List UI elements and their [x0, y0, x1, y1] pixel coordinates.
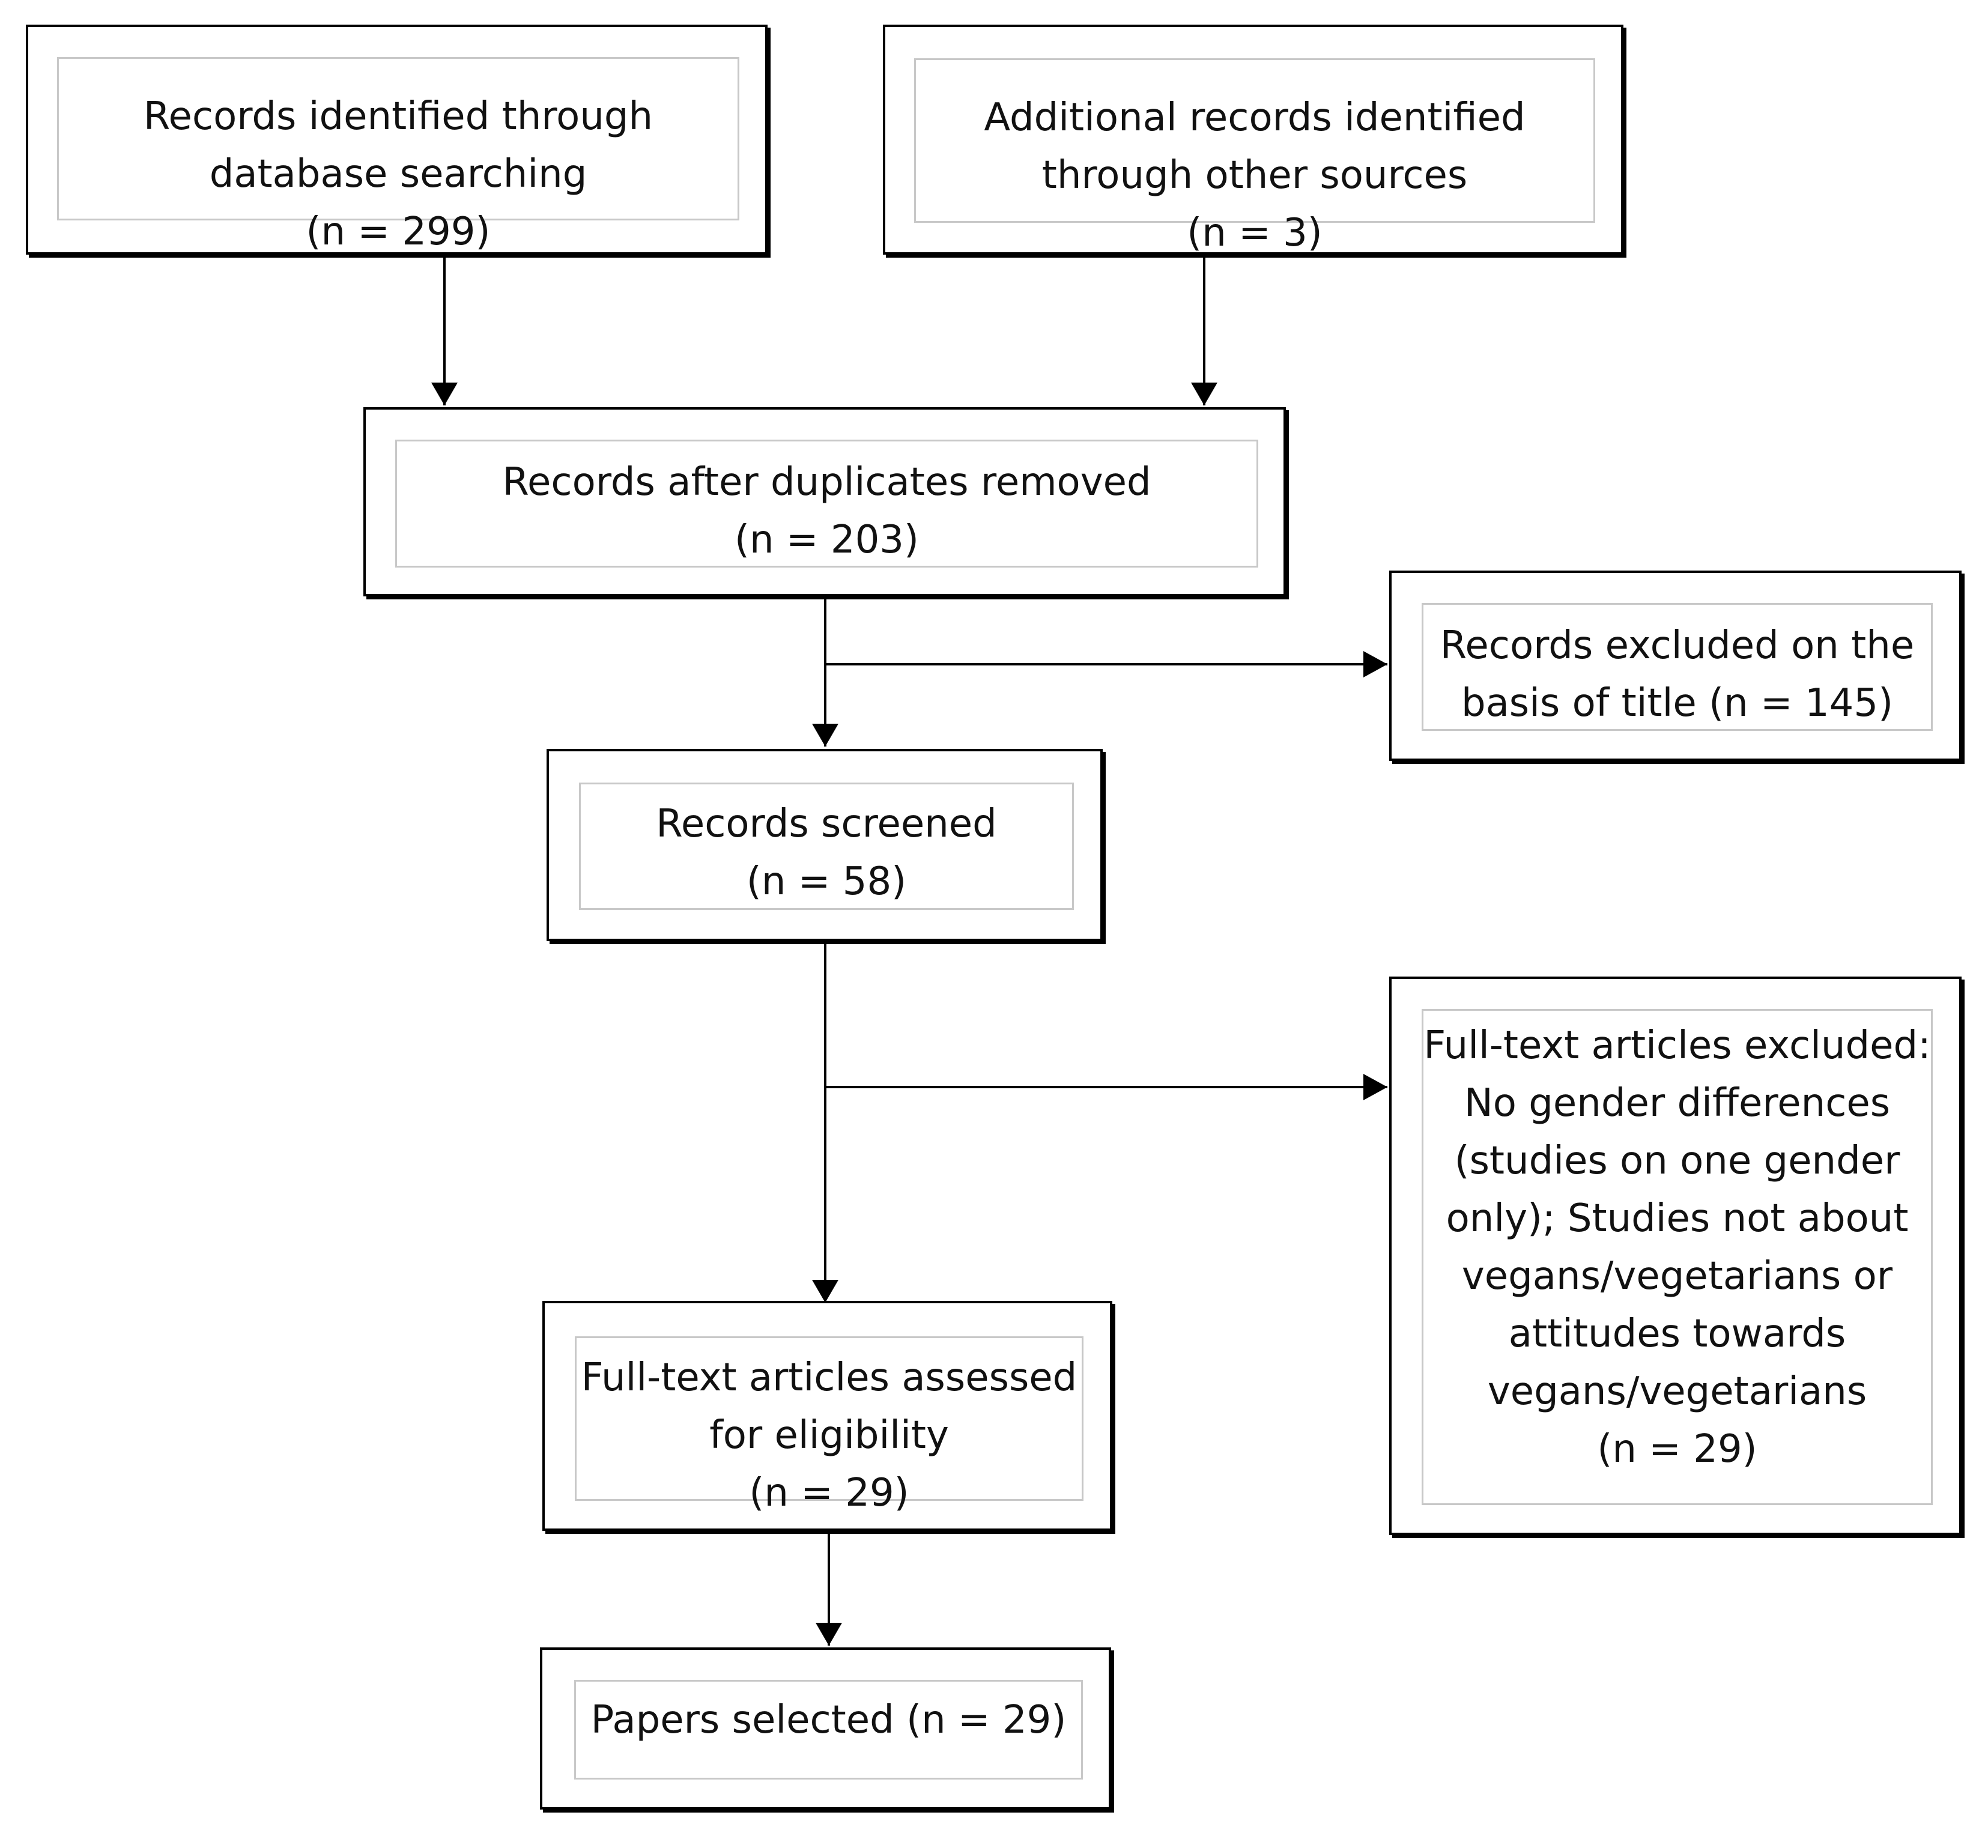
text-line: (n = 3) — [1187, 211, 1323, 255]
text-line: Full-text articles assessed — [581, 1356, 1077, 1400]
arrowhead-duplicates-to-screened — [812, 724, 838, 747]
arrowhead-db-to-duplicates — [431, 383, 458, 405]
box-records-after-duplicates: Records after duplicates removed (n = 20… — [363, 407, 1286, 596]
box-inner-records-identified-database: Records identified through database sear… — [57, 57, 739, 254]
text-line: No gender differences — [1464, 1081, 1891, 1125]
text-line: Records identified through — [143, 94, 653, 139]
box-fulltext-excluded: Full-text articles excluded: No gender d… — [1389, 977, 1962, 1535]
box-inner-records-after-duplicates: Records after duplicates removed (n = 20… — [395, 440, 1258, 568]
text-line: vegans/vegetarians — [1487, 1369, 1867, 1414]
box-additional-records: Additional records identified through ot… — [883, 25, 1623, 255]
box-papers-selected: Papers selected (n = 29) — [540, 1647, 1111, 1810]
text-line: Additional records identified — [984, 95, 1526, 140]
box-fulltext-assessed: Full-text articles assessed for eligibil… — [542, 1301, 1112, 1531]
arrowhead-other-to-duplicates — [1191, 383, 1217, 405]
text-line: (n = 29) — [1597, 1427, 1757, 1471]
text-line: attitudes towards — [1508, 1312, 1846, 1356]
box-inner-fulltext-excluded: Full-text articles excluded: No gender d… — [1422, 1009, 1933, 1505]
text-line: (n = 203) — [735, 518, 919, 562]
text-line: Papers selected (n = 29) — [590, 1698, 1067, 1742]
text-line: only); Studies not about — [1446, 1196, 1909, 1241]
text-line: vegans/vegetarians or — [1461, 1254, 1893, 1298]
box-records-excluded-title: Records excluded on the basis of title (… — [1389, 571, 1962, 761]
box-records-identified-database: Records identified through database sear… — [26, 25, 768, 255]
text-line: (n = 299) — [306, 210, 491, 254]
text-line: for eligibility — [709, 1413, 949, 1458]
box-inner-papers-selected: Papers selected (n = 29) — [574, 1680, 1083, 1780]
arrowhead-assessed-to-selected — [816, 1623, 842, 1646]
arrowhead-to-excluded-title — [1363, 651, 1387, 677]
box-inner-records-screened: Records screened (n = 58) — [579, 783, 1074, 910]
box-records-screened: Records screened (n = 58) — [547, 749, 1103, 941]
box-inner-fulltext-assessed: Full-text articles assessed for eligibil… — [575, 1336, 1083, 1515]
text-line: Records excluded on the — [1440, 623, 1915, 668]
arrowhead-screened-to-assessed — [812, 1280, 838, 1303]
arrowhead-to-excluded-fulltext — [1363, 1074, 1387, 1100]
text-line: Records screened — [656, 802, 997, 846]
text-line: through other sources — [1041, 153, 1468, 198]
box-inner-records-excluded-title: Records excluded on the basis of title (… — [1422, 603, 1933, 731]
text-line: database searching — [209, 152, 587, 196]
text-line: basis of title (n = 145) — [1461, 681, 1894, 726]
box-inner-additional-records: Additional records identified through ot… — [914, 58, 1595, 255]
text-line: (n = 29) — [749, 1471, 909, 1515]
text-line: (n = 58) — [746, 859, 907, 904]
text-line: Full-text articles excluded: — [1423, 1023, 1931, 1068]
text-line: Records after duplicates removed — [502, 460, 1151, 504]
text-line: (studies on one gender — [1454, 1139, 1900, 1183]
